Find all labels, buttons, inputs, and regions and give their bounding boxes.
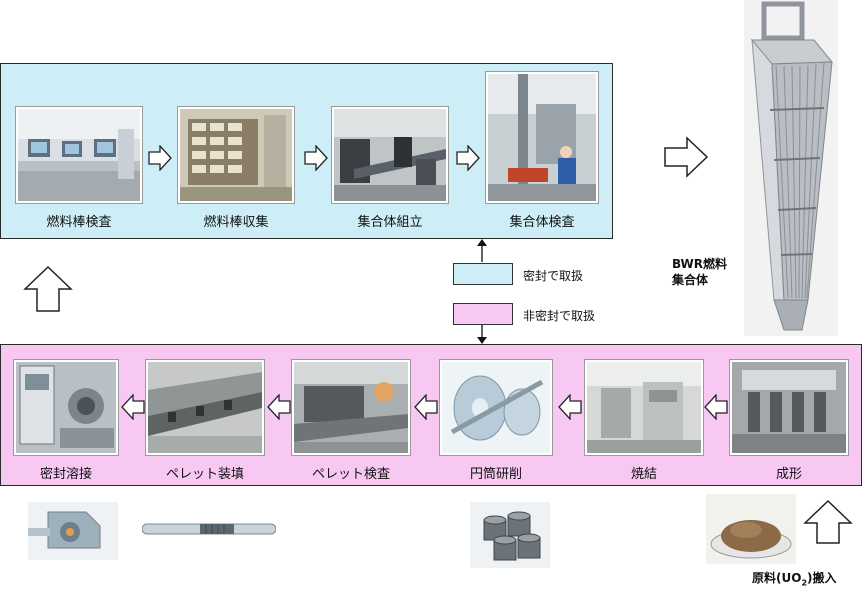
uo2-powder-image [706, 494, 796, 564]
right-arrow-icon [456, 145, 480, 171]
caption-fuel-rod-collection: 燃料棒収集 [203, 215, 269, 230]
photo-pellet-loading [145, 359, 265, 456]
large-right-arrow-icon [664, 136, 709, 178]
legend-label-sealed: 密封で取扱 [523, 269, 584, 283]
bwr-fuel-assembly-image [744, 0, 838, 336]
caption-pellet-inspection: ペレット検査 [311, 467, 390, 482]
caption-cylindrical-grinding: 円筒研削 [469, 467, 522, 482]
left-arrow-icon [558, 394, 582, 420]
right-arrow-icon [304, 145, 328, 171]
caption-fuel-rod-inspection: 燃料棒検査 [46, 215, 112, 230]
welded-end-plug-image [28, 502, 118, 560]
caption-assembly-build: 集合体組立 [357, 215, 423, 230]
caption-forming: 成形 [775, 467, 802, 482]
arrow-down-to-unsealed-icon [477, 325, 487, 344]
left-arrow-icon [121, 394, 145, 420]
arrow-up-to-sealed-icon [477, 239, 487, 262]
product-label-line1: BWR燃料 [672, 257, 727, 271]
left-arrow-icon [704, 394, 728, 420]
photo-forming [729, 359, 849, 456]
pellets-image [470, 502, 550, 568]
raw-material-up-arrow-icon [803, 499, 853, 544]
photo-fuel-rod-collection [177, 106, 295, 204]
legend-swatch-sealed [453, 263, 513, 285]
caption-pellet-loading: ペレット装填 [165, 467, 244, 482]
raw-material-suffix: )搬入 [807, 571, 837, 585]
right-arrow-icon [148, 145, 172, 171]
caption-seal-welding: 密封溶接 [39, 467, 92, 482]
photo-pellet-inspection [291, 359, 411, 456]
raw-material-subscript: 2 [801, 578, 808, 588]
left-arrow-icon [267, 394, 291, 420]
photo-sintering [584, 359, 704, 456]
legend-swatch-unsealed [453, 303, 513, 325]
left-arrow-icon [414, 394, 438, 420]
product-label-line2: 集合体 [672, 273, 709, 287]
fuel-rod-image [141, 519, 277, 539]
caption-sintering: 焼結 [630, 467, 657, 482]
raw-material-label: 原料(UO2)搬入 [752, 569, 837, 587]
photo-fuel-rod-inspection [15, 106, 143, 204]
large-up-arrow-icon [23, 265, 73, 312]
photo-cylindrical-grinding [439, 359, 553, 456]
caption-assembly-inspection: 集合体検査 [509, 215, 575, 230]
photo-assembly-inspection [485, 71, 599, 204]
photo-assembly-build [331, 106, 449, 204]
photo-seal-welding [13, 359, 119, 456]
legend-label-unsealed: 非密封で取扱 [523, 309, 596, 323]
raw-material-prefix: 原料(UO [752, 571, 802, 585]
unsealed-handling-panel [0, 344, 862, 486]
